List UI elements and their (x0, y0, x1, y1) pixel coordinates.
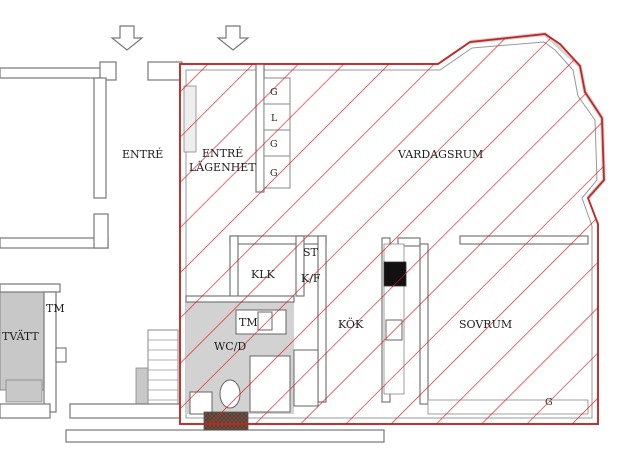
room-label-tm-bath: TM (239, 316, 258, 329)
room-label-entre: ENTRÉ (122, 147, 163, 161)
apartment (179, 31, 607, 431)
room-label-kok: KÖK (338, 317, 364, 331)
arrow-down-icon (216, 25, 250, 51)
room-label-st: ST (303, 246, 319, 259)
closet-label-sovrum: G (545, 397, 553, 408)
room-label-klk: KLK (251, 268, 276, 281)
room-label-vardagsrum: VARDAGSRUM (397, 148, 483, 161)
room-label-entre-lagenhet-2: LÄGENHET (189, 160, 256, 174)
room-label-tvatt: TVÄTT (2, 329, 39, 343)
arrow-down-icon (110, 25, 144, 51)
room-label-tm-tvatt: TM (46, 302, 65, 315)
closet-label: L (271, 113, 278, 124)
closet-label: G (270, 139, 278, 150)
left-wing (0, 61, 385, 443)
closet-label: G (270, 168, 278, 179)
room-label-entre-lagenhet-1: ENTRÉ (202, 146, 243, 160)
closet-label: G (270, 87, 278, 98)
room-label-wcd: WC/D (214, 340, 246, 353)
room-label-kf: K/F (301, 272, 321, 285)
room-label-sovrum: SOVRUM (459, 318, 512, 331)
